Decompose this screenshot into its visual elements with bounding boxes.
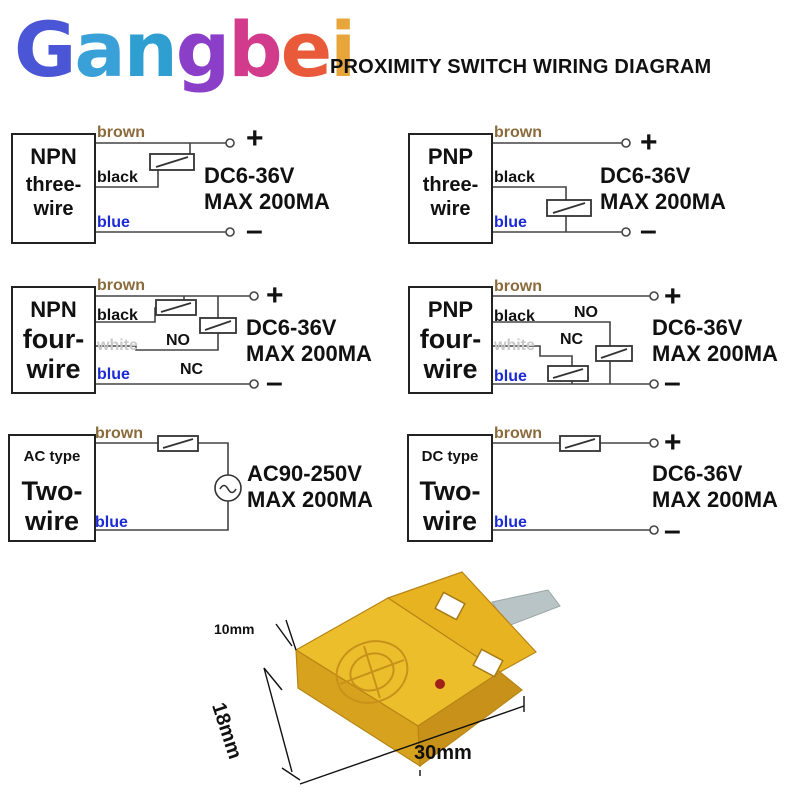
brand-logo: Gangbei: [14, 5, 356, 94]
dc2-plus: +: [664, 426, 682, 459]
npn4-minus: –: [266, 366, 283, 399]
npn4-wire-count: four-: [22, 324, 85, 354]
npn3-plus: +: [246, 122, 264, 155]
pnp4-plus: +: [664, 280, 682, 313]
npn3-current: MAX 200MA: [204, 189, 330, 214]
npn3-black-label: black: [97, 169, 138, 186]
logo-letter: a: [74, 5, 125, 94]
npn3-type-label: NPN: [30, 144, 77, 169]
npn3-type-box: NPN three- wire: [11, 133, 96, 244]
pnp4-nc-label: NC: [560, 331, 584, 348]
pnp3-minus: –: [640, 214, 657, 247]
pnp3-blue-label: blue: [494, 214, 527, 231]
dc2-minus: –: [664, 514, 681, 547]
pnp3-wire-word: wire: [430, 198, 471, 220]
npn4-current: MAX 200MA: [246, 341, 372, 366]
npn4-nc-label: NC: [180, 361, 204, 378]
dc2-brown-label: brown: [494, 425, 542, 442]
npn3-wire-count: three-: [25, 174, 82, 196]
logo-letter: n: [123, 5, 178, 94]
pnp3-voltage: DC6-36V: [600, 163, 691, 188]
pnp4-brown-label: brown: [494, 278, 542, 295]
pnp4-wire-count: four-: [419, 324, 482, 354]
logo-letter: G: [14, 5, 76, 94]
pnp3-black-label: black: [494, 169, 535, 186]
npn3-voltage: DC6-36V: [204, 163, 295, 188]
dc2-wiring: [492, 435, 659, 535]
pnp3-type-box: PNP three- wire: [408, 133, 493, 244]
ac2-type-label: AC type: [23, 448, 81, 465]
npn4-type-box: NPN four- wire: [11, 286, 96, 394]
page-title: PROXIMITY SWITCH WIRING DIAGRAM: [330, 56, 712, 78]
npn4-white-label: white: [97, 337, 138, 354]
logo-letter: e: [280, 5, 333, 94]
ac2-current: MAX 200MA: [247, 487, 373, 512]
dc2-type-box: DC type Two- wire: [407, 434, 493, 542]
led-indicator: [435, 679, 445, 689]
dc2-current: MAX 200MA: [652, 487, 778, 512]
npn4-blue-label: blue: [97, 366, 130, 383]
pnp4-wire-word: wire: [423, 354, 478, 384]
npn3-wiring: [95, 138, 235, 237]
dc2-voltage: DC6-36V: [652, 461, 743, 486]
pnp4-white-label: white: [494, 337, 535, 354]
dim-length-label: 30mm: [414, 742, 472, 764]
npn4-type-label: NPN: [30, 297, 77, 322]
npn3-blue-label: blue: [97, 214, 130, 231]
pnp4-type-label: PNP: [427, 297, 474, 322]
logo-letter: i: [330, 5, 356, 94]
pnp3-brown-label: brown: [494, 124, 542, 141]
ac2-wire-count: Two-: [21, 476, 83, 506]
pnp4-current: MAX 200MA: [652, 341, 778, 366]
npn3-brown-label: brown: [97, 124, 145, 141]
sensor-illustration: [294, 571, 561, 768]
dimension-lines: [263, 619, 525, 785]
ac2-blue-label: blue: [95, 514, 128, 531]
logo-letter: g: [175, 5, 230, 94]
npn3-minus: –: [246, 214, 263, 247]
dc2-wire-count: Two-: [419, 476, 481, 506]
dc2-blue-label: blue: [494, 514, 527, 531]
pnp3-current: MAX 200MA: [600, 189, 726, 214]
ac2-brown-label: brown: [95, 425, 143, 442]
npn4-voltage: DC6-36V: [246, 315, 337, 340]
pnp4-no-label: NO: [574, 304, 598, 321]
dc2-wire-word: wire: [422, 506, 478, 536]
pnp3-wiring: [492, 138, 631, 237]
pnp4-black-label: black: [494, 308, 535, 325]
ac2-wiring: [95, 435, 242, 531]
npn4-wire-word: wire: [26, 354, 81, 384]
pnp4-blue-label: blue: [494, 368, 527, 385]
logo-letter: b: [228, 5, 282, 94]
pnp4-wiring: [492, 291, 659, 389]
ac2-type-box: AC type Two- wire: [8, 434, 96, 542]
npn4-no-label: NO: [166, 332, 190, 349]
npn4-brown-label: brown: [97, 277, 145, 294]
dim-height-label: 10mm: [214, 621, 255, 637]
npn4-plus: +: [266, 279, 284, 312]
dc2-type-label: DC type: [421, 448, 479, 465]
pnp4-minus: –: [664, 366, 681, 399]
pnp3-plus: +: [640, 126, 658, 159]
ac2-voltage: AC90-250V: [247, 461, 362, 486]
ac2-wire-word: wire: [24, 506, 80, 536]
pnp3-type-label: PNP: [427, 144, 474, 169]
npn3-wire-word: wire: [33, 198, 74, 220]
npn4-black-label: black: [97, 307, 138, 324]
pnp4-voltage: DC6-36V: [652, 315, 743, 340]
npn4-wiring: [95, 291, 259, 389]
pnp3-wire-count: three-: [422, 174, 479, 196]
pnp4-type-box: PNP four- wire: [408, 286, 493, 394]
